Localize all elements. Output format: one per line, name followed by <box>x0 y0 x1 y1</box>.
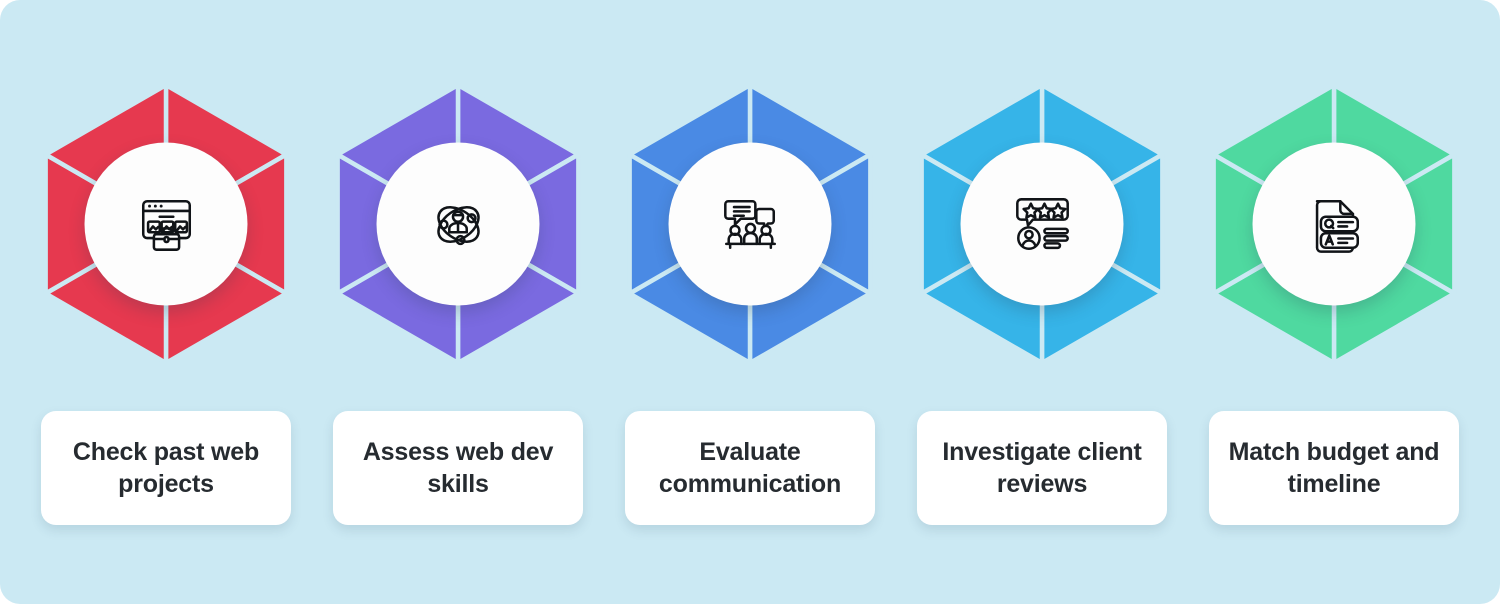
hexagon-badge-2[interactable] <box>333 85 583 363</box>
hexagon-badge-1[interactable] <box>41 85 291 363</box>
label-card-1[interactable]: Check past web projects <box>41 411 291 525</box>
star-review-profile-icon <box>1011 193 1073 255</box>
qa-document-icon <box>1303 193 1365 255</box>
label-card-5[interactable]: Match budget and timeline <box>1209 411 1459 525</box>
icon-circle <box>1252 142 1416 306</box>
icon-circle <box>376 142 540 306</box>
label-card-4[interactable]: Investigate client reviews <box>917 411 1167 525</box>
step-5[interactable]: Match budget and timeline <box>1209 0 1459 525</box>
icon-circle <box>84 142 248 306</box>
step-label: Match budget and timeline <box>1228 438 1440 498</box>
step-2[interactable]: Assess web dev skills <box>333 0 583 525</box>
step-label: Assess web dev skills <box>362 438 554 498</box>
step-3[interactable]: Evaluate communication <box>625 0 875 525</box>
hexagon-badge-5[interactable] <box>1209 85 1459 363</box>
icon-circle <box>668 142 832 306</box>
hexagon-badge-4[interactable] <box>917 85 1167 363</box>
step-4[interactable]: Investigate client reviews <box>917 0 1167 525</box>
icon-circle <box>960 142 1124 306</box>
web-portfolio-icon <box>135 193 197 255</box>
team-meeting-chat-icon <box>719 193 781 255</box>
step-1[interactable]: Check past web projects <box>41 0 291 525</box>
hexagon-badge-3[interactable] <box>625 85 875 363</box>
skills-atom-person-icon <box>427 193 489 255</box>
label-card-3[interactable]: Evaluate communication <box>625 411 875 525</box>
step-label: Evaluate communication <box>658 438 842 498</box>
label-card-2[interactable]: Assess web dev skills <box>333 411 583 525</box>
step-label: Check past web projects <box>72 438 260 498</box>
step-label: Investigate client reviews <box>942 438 1142 498</box>
